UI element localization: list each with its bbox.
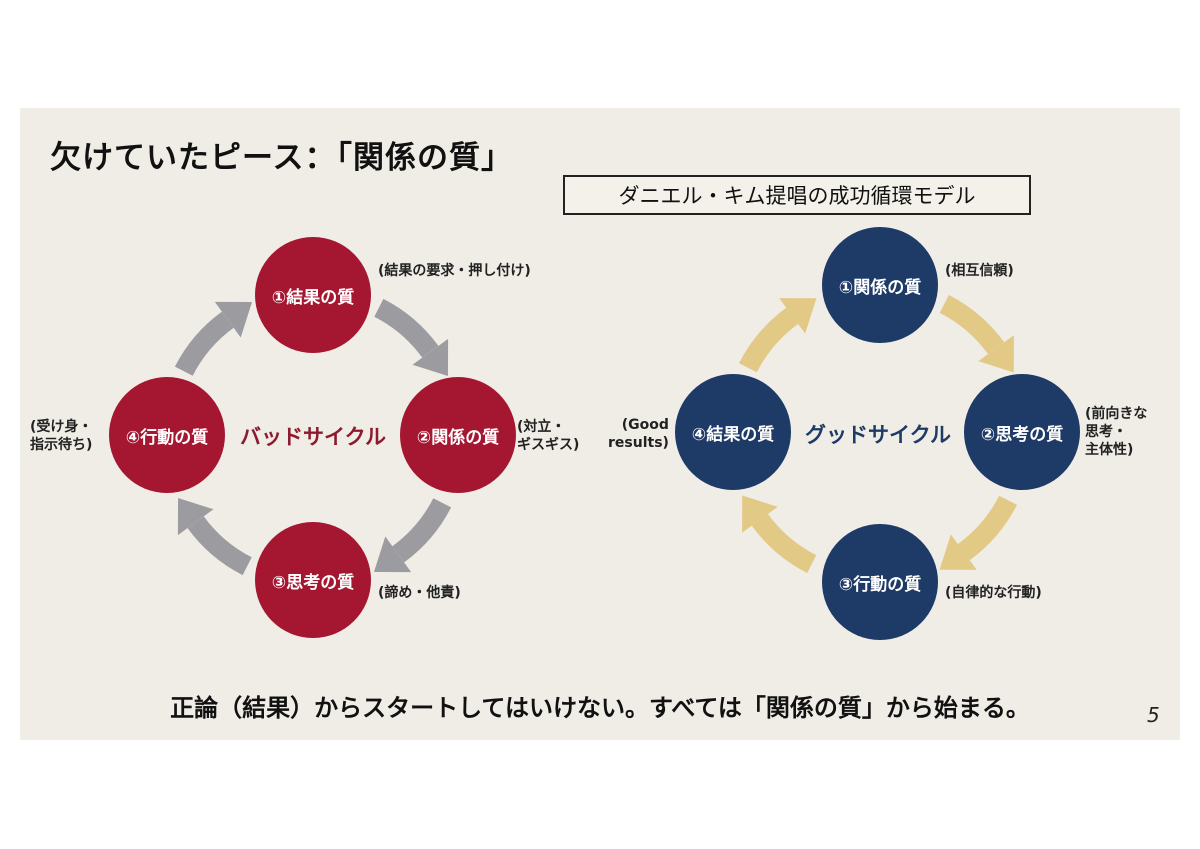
node-label: ④行動の質 (125, 427, 209, 448)
good-arrow-head-icon (978, 335, 1014, 373)
page-number: 5 (1147, 703, 1160, 727)
bottom-caption: 正論（結果）からスタートしてはいけない。すべては「関係の質」から始まる。 (170, 694, 1030, 722)
bad-arrow-shaft (392, 498, 452, 563)
node-label: ④結果の質 (691, 424, 775, 445)
bad-arrow-shaft (174, 311, 234, 376)
model-label: ダニエル・キム提唱の成功循環モデル (618, 184, 976, 208)
bad-arrow-shaft (374, 298, 439, 358)
good-note-3: (自律的な行動) (945, 585, 1042, 601)
bad-note-3: (諦め・他責) (378, 585, 461, 601)
good-node-1: ①関係の質 (822, 227, 938, 343)
good-arrow-shaft (957, 495, 1017, 561)
bad-arrow-head-icon (373, 536, 412, 573)
bad-note-2: (対立・ ギスギス) (517, 419, 580, 453)
model-label-box: ダニエル・キム提唱の成功循環モデル (563, 175, 1031, 215)
good-arrow-head-icon (779, 298, 817, 334)
bad-arrow-head-icon (412, 338, 449, 377)
node-label: ③思考の質 (271, 572, 355, 593)
good-note-1: (相互信頼) (945, 263, 1014, 279)
bad-arrow-head-icon (214, 301, 253, 338)
bad-node-1: ①結果の質 (255, 237, 371, 353)
good-arrow-shaft (751, 513, 817, 573)
good-node-4: ④結果の質 (675, 374, 791, 490)
bad-node-3: ③思考の質 (255, 522, 371, 638)
node-label: ①結果の質 (271, 287, 355, 308)
good-arrow-head-icon (742, 495, 778, 533)
bad-note-4: (受け身・ 指示待ち) (30, 419, 93, 453)
node-label: ②思考の質 (980, 424, 1064, 445)
bad-node-2: ②関係の質 (400, 377, 516, 493)
bad-cycle-label: バッドサイクル (240, 425, 386, 449)
good-arrow-shaft (939, 295, 1005, 355)
good-arrow-head-icon (939, 534, 977, 570)
good-node-2: ②思考の質 (964, 374, 1080, 490)
good-note-2: (前向きな 思考・ 主体性) (1085, 406, 1148, 458)
node-label: ②関係の質 (416, 427, 500, 448)
good-cycle-label: グッドサイクル (805, 423, 951, 447)
bad-note-1: (結果の要求・押し付け) (378, 263, 531, 279)
bad-node-4: ④行動の質 (109, 377, 225, 493)
bad-arrow-shaft (187, 516, 252, 576)
bad-arrow-head-icon (177, 497, 214, 536)
good-note-4: (Good results) (608, 417, 669, 451)
slide-title: 欠けていたピース：「関係の質」 (50, 140, 513, 176)
node-label: ③行動の質 (838, 574, 922, 595)
node-label: ①関係の質 (838, 277, 922, 298)
good-arrow-shaft (739, 307, 799, 373)
good-node-3: ③行動の質 (822, 524, 938, 640)
